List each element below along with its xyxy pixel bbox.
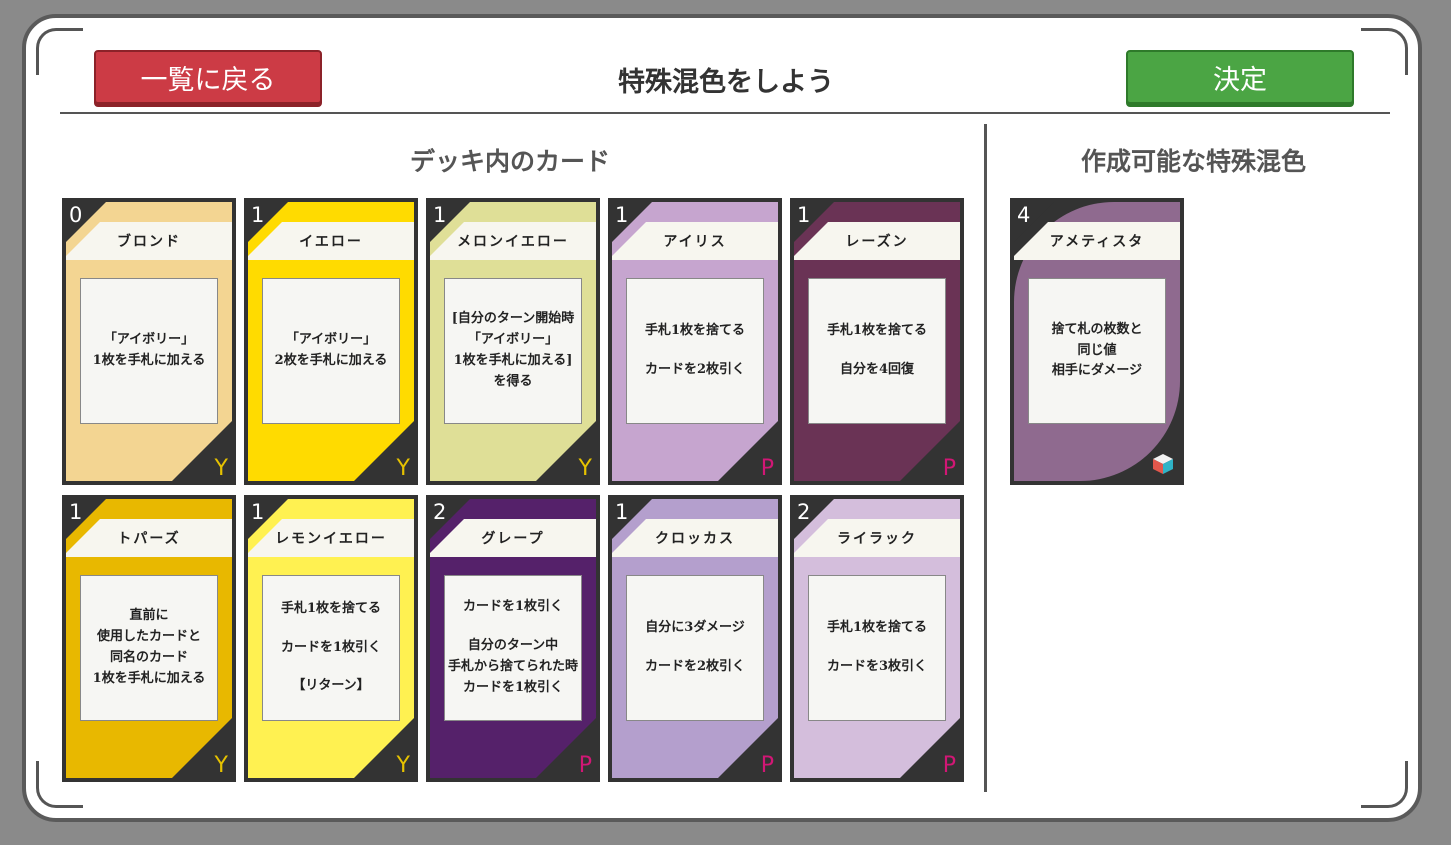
effect-line: カードを1枚引く xyxy=(462,679,564,695)
effect-line: 1枚を手札に加える xyxy=(92,353,206,368)
effect-line: 手札1枚を捨てる xyxy=(280,600,382,616)
card-name: グレープ xyxy=(430,519,596,557)
card-cost: 2 xyxy=(797,500,811,524)
card-cost: 0 xyxy=(69,203,83,227)
card-attribute: Y xyxy=(396,456,410,481)
effect-line: 同名のカード xyxy=(109,650,188,665)
card-effect-text: 手札1枚を捨てるカードを1枚引く【リターン】 xyxy=(262,575,400,721)
effect-line: 同じ値 xyxy=(1077,342,1117,358)
card-attribute: Y xyxy=(214,753,228,778)
effect-line: 1枚を手札に加える xyxy=(92,670,206,686)
card-name: メロンイエロー xyxy=(430,222,596,260)
section-divider xyxy=(984,124,987,792)
card-attribute: P xyxy=(760,753,774,778)
effect-line: 「アイボリー」 xyxy=(467,332,559,348)
card-effect-text: 捨て札の枚数と同じ値相手にダメージ xyxy=(1028,278,1166,424)
card-effect-text: 手札1枚を捨てる自分を4回復 xyxy=(808,278,946,424)
effect-line: 自分のターン中 xyxy=(467,638,559,654)
card-attribute: Y xyxy=(396,753,410,778)
effect-line: 【リターン】 xyxy=(292,678,370,694)
effect-line: 手札1枚を捨てる xyxy=(644,323,746,339)
effect-line: 直前に xyxy=(129,608,169,624)
card-attribute: P xyxy=(942,753,956,778)
confirm-button[interactable]: 決定 xyxy=(1126,50,1354,104)
effect-line: を得る xyxy=(493,373,533,389)
card-cost: 1 xyxy=(251,500,265,524)
card-effect-text: [自分のターン開始時「アイボリー」 1枚を手札に加える] を得る xyxy=(444,278,582,424)
effect-line: [自分のターン開始時 xyxy=(451,311,575,327)
corner-ornament xyxy=(36,28,83,75)
corner-ornament xyxy=(36,761,83,808)
back-to-list-button[interactable]: 一覧に戻る xyxy=(94,50,322,104)
card-name: レーズン xyxy=(794,222,960,260)
page-title: 特殊混色をしよう xyxy=(618,67,834,98)
card-cost: 1 xyxy=(433,203,447,227)
deck-section-title: デッキ内のカード xyxy=(410,147,611,176)
card-cost: 2 xyxy=(433,500,447,524)
effect-line: 自分に3ダメージ xyxy=(645,620,745,636)
card-cost: 1 xyxy=(69,500,83,524)
card-attribute: P xyxy=(942,456,956,481)
effect-line: カードを2枚引く xyxy=(644,659,746,674)
effect-line: 「アイボリー」 xyxy=(285,332,377,348)
effect-line: 捨て札の枚数と xyxy=(1051,321,1143,337)
effect-line: カードを1枚引く xyxy=(462,599,564,615)
effect-line: カードを3枚引く xyxy=(826,659,928,674)
craftable-section-title: 作成可能な特殊混色 xyxy=(1081,147,1307,176)
effect-line: 手札1枚を捨てる xyxy=(826,323,928,339)
effect-line: 「アイボリー」 xyxy=(103,332,195,348)
effect-line: 使用したカードと xyxy=(96,629,201,645)
card-effect-text: 「アイボリー」 2枚を手札に加える xyxy=(262,278,400,424)
card-cost: 1 xyxy=(797,203,811,227)
effect-line: 自分を4回復 xyxy=(839,362,915,377)
card-attribute: P xyxy=(578,753,592,778)
card-name: クロッカス xyxy=(612,519,778,557)
card-attribute: Y xyxy=(578,456,592,481)
header-divider xyxy=(60,112,1390,114)
card-name: ライラック xyxy=(794,519,960,557)
card-name: アイリス xyxy=(612,222,778,260)
card-effect-text: 手札1枚を捨てるカードを3枚引く xyxy=(808,575,946,721)
card-cost: 4 xyxy=(1017,203,1031,227)
card-effect-text: 直前に使用したカードと同名のカード 1枚を手札に加える xyxy=(80,575,218,721)
card-effect-text: 自分に3ダメージカードを2枚引く xyxy=(626,575,764,721)
card-cost: 1 xyxy=(251,203,265,227)
card-effect-text: カードを1枚引く自分のターン中手札から捨てられた時カードを1枚引く xyxy=(444,575,582,721)
card-attribute: P xyxy=(760,456,774,481)
effect-line: 2枚を手札に加える xyxy=(274,353,388,368)
effect-line: 1枚を手札に加える] xyxy=(453,353,573,368)
card-cost: 1 xyxy=(615,500,629,524)
effect-line: 相手にダメージ xyxy=(1051,363,1143,379)
corner-ornament xyxy=(1361,761,1408,808)
card-effect-text: 「アイボリー」 1枚を手札に加える xyxy=(80,278,218,424)
effect-line: カードを2枚引く xyxy=(644,362,746,377)
effect-line: 手札から捨てられた時 xyxy=(447,659,578,674)
effect-line: カードを1枚引く xyxy=(280,639,382,655)
card-attribute: Y xyxy=(214,456,228,481)
card-cost: 1 xyxy=(615,203,629,227)
effect-line: 手札1枚を捨てる xyxy=(826,620,928,636)
cube-icon xyxy=(1153,454,1173,474)
corner-ornament xyxy=(1361,28,1408,75)
card-effect-text: 手札1枚を捨てるカードを2枚引く xyxy=(626,278,764,424)
